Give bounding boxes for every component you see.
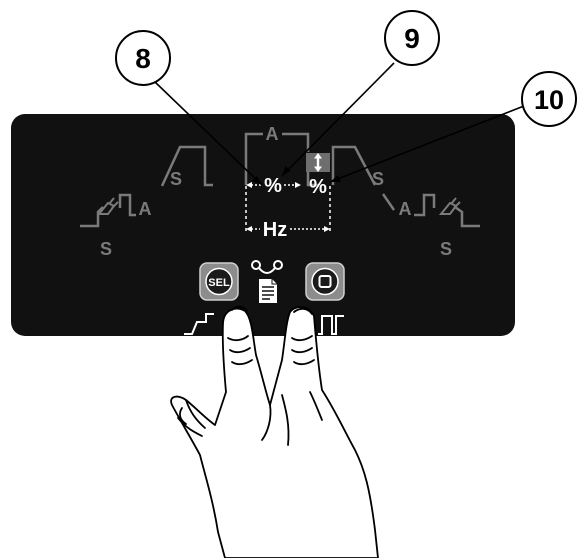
callout-leaders [154, 62, 525, 186]
torch-trigger-icon [96, 197, 119, 215]
param-a-right: A [399, 199, 412, 219]
param-s-left-lower: S [100, 239, 112, 259]
callout-10: 10 [521, 71, 577, 127]
dimension-arrowheads [246, 182, 330, 232]
param-s-right-lower: S [440, 239, 452, 259]
svg-text:8: 8 [135, 43, 151, 74]
percent-label-right: % [309, 176, 327, 198]
param-a-left: A [139, 199, 152, 219]
param-s-right-upper: S [372, 169, 384, 189]
stop-button[interactable] [305, 262, 345, 301]
stop-square-icon [318, 275, 332, 288]
link-icon [251, 260, 283, 274]
ramp-waveform-icon [184, 313, 214, 335]
dimension-lines [245, 184, 331, 234]
param-a-top: A [266, 124, 279, 144]
svg-text:9: 9 [404, 23, 420, 54]
hand-icon [170, 305, 379, 558]
callout-9: 9 [384, 10, 440, 66]
double-arrow-icon [314, 153, 322, 172]
svg-text:10: 10 [534, 85, 564, 115]
frequency-label: Hz [263, 219, 287, 241]
percent-label-left: % [264, 175, 282, 197]
param-s-left-upper: S [170, 169, 182, 189]
torch-trigger-icon [438, 197, 461, 215]
sel-button-label: SEL [208, 277, 230, 289]
sel-button[interactable]: SEL [199, 262, 239, 301]
panel [11, 114, 515, 336]
callout-arrowheads [252, 166, 341, 185]
program-document-icon [259, 279, 277, 303]
callout-8: 8 [115, 30, 171, 86]
waveform-graph [80, 132, 480, 228]
pulse-waveform-icon [318, 315, 344, 335]
